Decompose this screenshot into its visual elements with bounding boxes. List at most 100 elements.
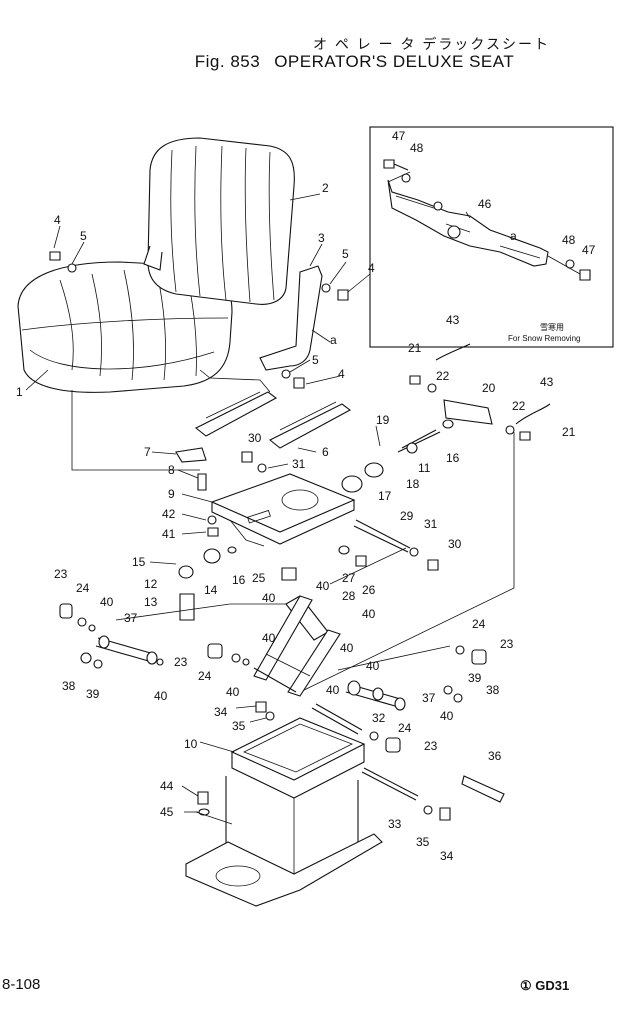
callout-40: 40 bbox=[326, 683, 340, 697]
callout-40: 40 bbox=[440, 709, 454, 723]
roller-17 bbox=[341, 475, 363, 493]
model-code-text: GD31 bbox=[535, 978, 570, 993]
callout-1: 1 bbox=[16, 385, 23, 399]
callout-13: 13 bbox=[144, 595, 158, 609]
callout-19: 19 bbox=[376, 413, 390, 427]
callout-20: 20 bbox=[482, 381, 496, 395]
figure-title: Fig. 853 OPERATOR'S DELUXE SEAT bbox=[40, 52, 643, 72]
callout-40: 40 bbox=[316, 579, 330, 593]
knob-8 bbox=[197, 473, 207, 491]
washer-5-right bbox=[321, 283, 331, 293]
callout-26: 26 bbox=[362, 583, 376, 597]
callout-37: 37 bbox=[124, 611, 138, 625]
nut-38-right bbox=[453, 693, 463, 703]
bushing-23-right bbox=[471, 649, 487, 665]
washer-31-upper bbox=[257, 463, 267, 473]
pin-36 bbox=[461, 775, 505, 803]
callout-25: 25 bbox=[252, 571, 266, 585]
callout-16: 16 bbox=[232, 573, 246, 587]
knob-12 bbox=[178, 565, 194, 579]
collar-24-left bbox=[77, 617, 87, 627]
callout-4: 4 bbox=[338, 367, 345, 381]
callout-24: 24 bbox=[76, 581, 90, 595]
inset-note-en: For Snow Removing bbox=[508, 334, 580, 343]
bolt-21-left bbox=[409, 375, 421, 385]
callout-21: 21 bbox=[408, 341, 422, 355]
bolt-4-left bbox=[49, 251, 61, 261]
callout-40: 40 bbox=[362, 607, 376, 621]
callout-27: 27 bbox=[342, 571, 356, 585]
callout-40: 40 bbox=[262, 631, 276, 645]
callout-15: 15 bbox=[132, 555, 146, 569]
callout-38: 38 bbox=[62, 679, 76, 693]
callout-17: 17 bbox=[378, 489, 392, 503]
bushing-16 bbox=[442, 419, 454, 429]
japanese-title: オ ペ レ ー タ デラックスシート bbox=[312, 36, 551, 52]
callout-23: 23 bbox=[500, 637, 514, 651]
bolt-26 bbox=[355, 555, 367, 567]
figure-caption: OPERATOR'S DELUXE SEAT bbox=[274, 52, 515, 71]
callout-24: 24 bbox=[198, 669, 212, 683]
nut-41 bbox=[207, 527, 219, 537]
stop-25 bbox=[281, 567, 297, 581]
bolt-47-top bbox=[383, 159, 395, 169]
callout-42: 42 bbox=[162, 507, 176, 521]
bolt-34-upper bbox=[255, 701, 267, 713]
figure-number: Fig. 853 bbox=[194, 52, 261, 71]
callout-40: 40 bbox=[154, 689, 168, 703]
callout-40: 40 bbox=[340, 641, 354, 655]
callout-39: 39 bbox=[468, 671, 482, 685]
bolt-4-right bbox=[337, 289, 349, 301]
bushing-23-lower bbox=[385, 737, 401, 753]
nut-38-left bbox=[80, 652, 92, 664]
callout-36: 36 bbox=[488, 749, 502, 763]
bracket-46 bbox=[387, 179, 549, 267]
callout-6: 6 bbox=[322, 445, 329, 459]
callout-14: 14 bbox=[204, 583, 218, 597]
collar-24-lower bbox=[369, 731, 379, 741]
bolt-30-lower bbox=[427, 559, 439, 571]
callout-2: 2 bbox=[322, 181, 329, 195]
callout-29: 29 bbox=[400, 509, 414, 523]
callout-3: 3 bbox=[318, 231, 325, 245]
bushing-23-center bbox=[207, 643, 223, 659]
bolt-30-upper bbox=[241, 451, 253, 463]
callout-38: 38 bbox=[486, 683, 500, 697]
spring-43-left bbox=[435, 343, 471, 361]
bolt-4-lower bbox=[293, 377, 305, 389]
pin-19 bbox=[375, 425, 381, 447]
rod-29 bbox=[355, 519, 411, 549]
callout-22: 22 bbox=[512, 399, 526, 413]
callout-40: 40 bbox=[366, 659, 380, 673]
washer-27 bbox=[338, 545, 350, 555]
callout-46: 46 bbox=[478, 197, 492, 211]
callout-4: 4 bbox=[368, 261, 375, 275]
washer-39-right bbox=[443, 685, 453, 695]
callout-48: 48 bbox=[410, 141, 424, 155]
callout-39: 39 bbox=[86, 687, 100, 701]
callout-48: 48 bbox=[562, 233, 576, 247]
bolt-47-bottom bbox=[579, 269, 591, 281]
washer-35-upper bbox=[265, 711, 275, 721]
callout-4: 4 bbox=[54, 213, 61, 227]
callout-labels: 1 2 3 4 5 5 4 5 4 a 6 7 8 9 10 11 12 13 … bbox=[16, 181, 576, 863]
callout-40: 40 bbox=[262, 591, 276, 605]
callout-47: 47 bbox=[392, 129, 406, 143]
callout-31: 31 bbox=[424, 517, 438, 531]
callout-47: 47 bbox=[582, 243, 596, 257]
collar-18 bbox=[364, 462, 384, 478]
spring-14 bbox=[203, 548, 221, 564]
callout-28: 28 bbox=[342, 589, 356, 603]
washer-45 bbox=[198, 808, 210, 816]
collar-24-right bbox=[455, 645, 465, 655]
callout-31: 31 bbox=[292, 457, 306, 471]
callout-30: 30 bbox=[248, 431, 262, 445]
washer-22-right bbox=[505, 425, 515, 435]
washer-35-lower bbox=[423, 805, 433, 815]
callout-5: 5 bbox=[342, 247, 349, 261]
callout-11: 11 bbox=[418, 461, 431, 475]
callout-32: 32 bbox=[372, 711, 386, 725]
callout-34: 34 bbox=[214, 705, 228, 719]
rod-32 bbox=[315, 703, 363, 731]
